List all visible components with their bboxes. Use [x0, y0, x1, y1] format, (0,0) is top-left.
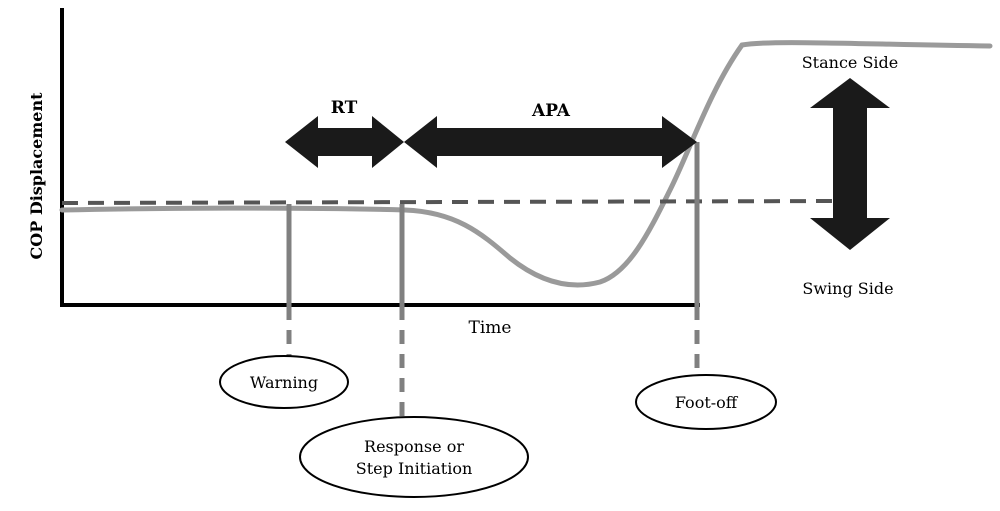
response-label-line1: Response or	[364, 437, 464, 456]
foot-off-ellipse	[635, 374, 777, 430]
baseline-dashed-line	[61, 199, 841, 205]
rt-double-arrow	[285, 116, 404, 168]
foot-off-label: Foot-off	[675, 393, 739, 412]
warning-label: Warning	[250, 373, 318, 392]
response-label-line2: Step Initiation	[356, 459, 473, 478]
stance-side-label: Stance Side	[802, 53, 899, 72]
warning-ellipse	[219, 355, 349, 409]
apa-double-arrow	[404, 116, 697, 168]
x-axis-label: Time	[469, 318, 512, 338]
swing-side-label: Swing Side	[802, 279, 893, 298]
apa-label: APA	[531, 101, 571, 121]
stance-swing-vertical-arrow	[810, 78, 890, 250]
response-ellipse	[299, 416, 529, 498]
cop-curve	[59, 40, 993, 288]
rt-label: RT	[331, 98, 358, 118]
y-axis-label: COP Displacement	[27, 92, 46, 260]
